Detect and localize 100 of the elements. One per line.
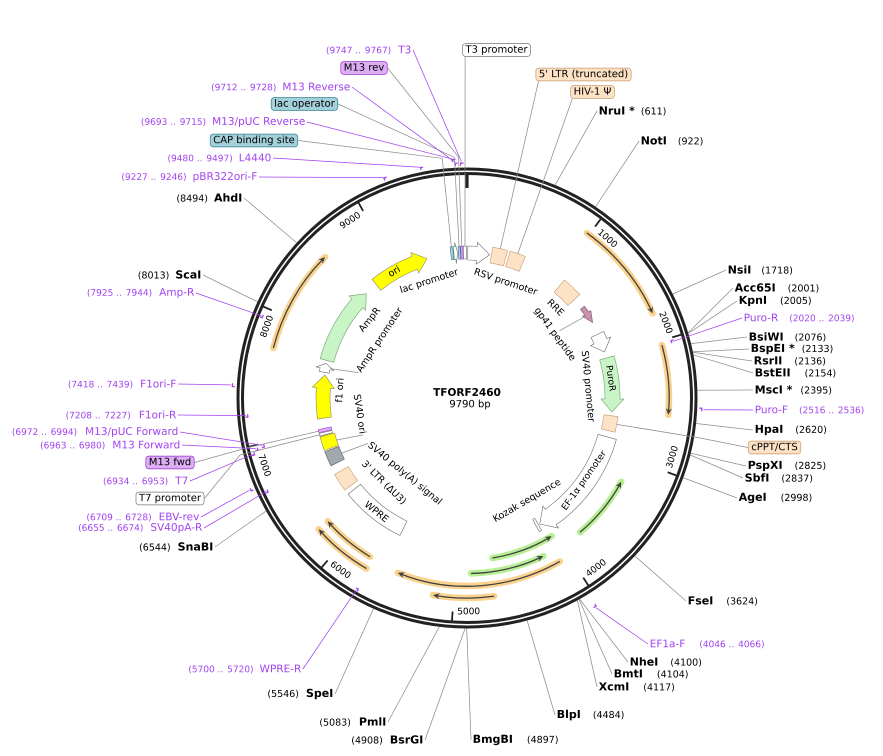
primer-label: (6972 .. 6994) M13/pUC Forward bbox=[12, 426, 178, 438]
primer-mark bbox=[266, 489, 269, 494]
feature-tag: M13 fwd bbox=[145, 456, 195, 470]
primer-label: (6934 .. 6953) T7 bbox=[104, 476, 188, 486]
restriction-site-label: NotI (922) bbox=[642, 136, 703, 146]
primer-label: (9480 .. 9497) L4440 bbox=[168, 154, 271, 162]
leader-line bbox=[330, 368, 359, 373]
feature-label: SV40 ori bbox=[354, 394, 367, 434]
leader-line bbox=[258, 176, 384, 178]
restriction-site-label: BlpI (4484) bbox=[558, 710, 624, 720]
leader-line bbox=[334, 608, 374, 694]
feature-block bbox=[458, 246, 461, 260]
restriction-site-label: HpaI (2620) bbox=[756, 424, 826, 436]
primer-mark bbox=[451, 158, 456, 162]
leader-line bbox=[214, 510, 266, 548]
leader-line bbox=[596, 608, 648, 644]
directional-feature bbox=[580, 306, 593, 323]
feature-block bbox=[463, 246, 467, 260]
directional-feature bbox=[467, 242, 490, 265]
leader-line bbox=[559, 316, 586, 332]
feature-block bbox=[320, 432, 339, 451]
leader-line bbox=[696, 423, 754, 430]
primer-mark bbox=[255, 447, 259, 452]
leader-line bbox=[692, 348, 750, 352]
leader-line bbox=[672, 318, 742, 342]
primer-label: (9747 .. 9767) T3 bbox=[326, 46, 410, 54]
restriction-site-label: FseI (3624) bbox=[688, 596, 758, 606]
tick-label: 8000 bbox=[260, 316, 273, 338]
primer-mark bbox=[252, 452, 256, 456]
plasmid-name: TFORF2460 bbox=[433, 388, 500, 396]
leader-line bbox=[682, 477, 738, 498]
feature-block bbox=[324, 446, 345, 466]
feature-block bbox=[532, 518, 542, 532]
feature-tag: T7 promoter bbox=[136, 492, 204, 506]
leader-line bbox=[244, 198, 297, 244]
primer-mark bbox=[454, 162, 458, 166]
tick-label: 2000 bbox=[659, 311, 673, 334]
leader-line bbox=[352, 86, 456, 163]
leader-line bbox=[204, 491, 266, 528]
primer-mark bbox=[383, 176, 387, 181]
leader-line bbox=[298, 140, 452, 247]
restriction-site-label: BmtI (4104) bbox=[614, 669, 688, 679]
restriction-site-label: MscI * (2395) bbox=[756, 385, 832, 395]
leader-line bbox=[526, 620, 556, 716]
plasmid-length: 9790 bp bbox=[450, 400, 490, 410]
directional-feature bbox=[452, 242, 458, 264]
feature-block bbox=[450, 246, 454, 260]
restriction-site-label: BspEI * (2133) bbox=[752, 344, 832, 354]
feature-block bbox=[318, 430, 333, 436]
primer-mark bbox=[420, 166, 424, 170]
feature-tag: T3 promoter bbox=[462, 43, 531, 57]
feature-tag: CAP binding site bbox=[210, 134, 298, 148]
tick-label: 5000 bbox=[458, 608, 480, 614]
primer-label: (7925 .. 7944) Amp-R bbox=[88, 288, 194, 298]
primer-label: (9227 .. 9246) pBR322ori-F bbox=[122, 172, 257, 182]
leader-line bbox=[190, 454, 253, 482]
leader-line bbox=[194, 430, 319, 463]
restriction-site-label: (5546) SpeI bbox=[268, 688, 332, 700]
leader-line bbox=[338, 104, 460, 246]
feature-tag: M13 rev bbox=[340, 61, 388, 75]
leader-line bbox=[178, 414, 246, 416]
primer-mark bbox=[245, 414, 248, 418]
leader-line bbox=[703, 409, 754, 410]
feature-tag: HIV-1 Ψ bbox=[570, 85, 615, 99]
tick-label: 7000 bbox=[258, 454, 271, 476]
leader-line bbox=[388, 626, 440, 722]
primer-mark bbox=[460, 162, 464, 166]
leader-line bbox=[387, 68, 462, 246]
leader-line bbox=[693, 354, 754, 374]
primer-label: (6709 .. 6728) EBV-rev bbox=[87, 512, 199, 522]
leader-line bbox=[690, 454, 744, 478]
leader-line bbox=[697, 390, 754, 391]
restriction-site-label: (8494) AhdI bbox=[177, 193, 242, 203]
feature-tag: cPPT/CTS bbox=[748, 440, 802, 454]
restriction-site-label: NsiI (1718) bbox=[728, 265, 792, 275]
primer-label: Puro-F (2516 .. 2536) bbox=[756, 406, 864, 414]
restriction-site-label: BsiWI (2076) bbox=[750, 332, 826, 342]
leader-line bbox=[616, 424, 748, 448]
primer-label: (7208 .. 7227) F1ori-R bbox=[66, 410, 176, 420]
leader-line bbox=[500, 80, 539, 249]
feature-block bbox=[318, 426, 332, 433]
leader-line bbox=[412, 50, 462, 162]
restriction-site-label: (5083) PmlI bbox=[320, 717, 386, 727]
leader-line bbox=[272, 158, 420, 168]
feature-label: f1 ori bbox=[335, 378, 344, 402]
primer-label: EF1a-F (4046 .. 4066) bbox=[650, 640, 764, 648]
leader-line bbox=[196, 292, 262, 316]
primer-mark bbox=[699, 407, 702, 412]
restriction-site-label: BstEII (2154) bbox=[756, 368, 836, 378]
primer-label: (9693 .. 9715) M13/pUC Reverse bbox=[142, 117, 305, 127]
restriction-site-label: AgeI (2998) bbox=[738, 492, 812, 504]
leader-line bbox=[577, 600, 598, 688]
leader-line bbox=[466, 628, 472, 740]
feature-label: SV40 promoter bbox=[582, 351, 594, 422]
primer-mark bbox=[262, 444, 265, 448]
primer-label: (7418 .. 7439) F1ori-F bbox=[68, 379, 176, 389]
restriction-site-label: NruI * (611) bbox=[600, 106, 666, 116]
primer-label: (5700 .. 5720) WPRE-R bbox=[189, 664, 301, 674]
primer-mark bbox=[249, 488, 254, 492]
feature-tag: 5' LTR (truncated) bbox=[536, 68, 632, 82]
